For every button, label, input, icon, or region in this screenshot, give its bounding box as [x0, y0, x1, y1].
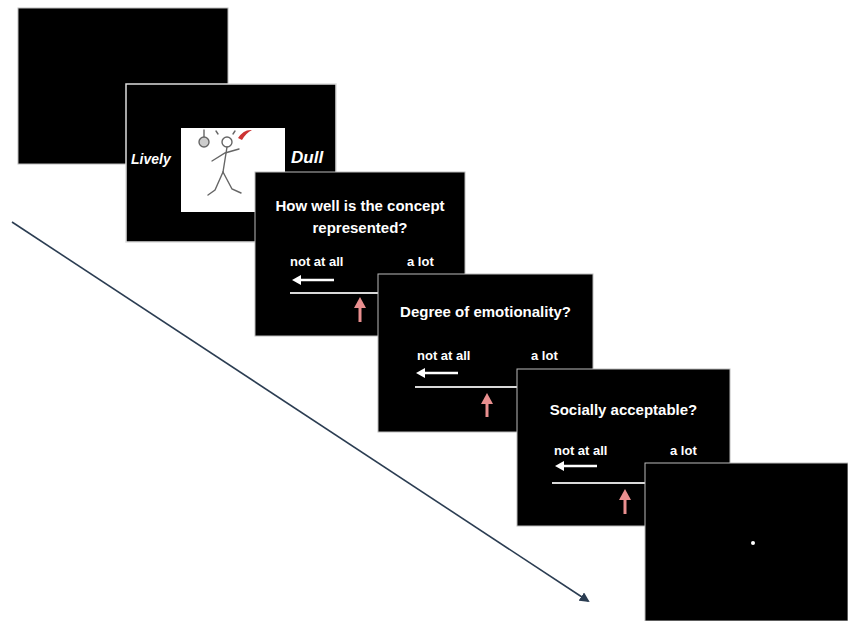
scale-end-label: a lot: [407, 254, 434, 270]
scale-end-label: a lot: [670, 443, 697, 459]
scale-direction-head: [416, 368, 425, 378]
scale-direction-arrow: [562, 465, 597, 468]
rating-cursor-head: [619, 489, 631, 500]
scale-end-label: not at all: [554, 443, 607, 459]
rating-question: Degree of emotionality?: [383, 301, 588, 323]
fixation-dot: [751, 541, 755, 545]
stimulus-screen: Lively Dull: [126, 84, 336, 242]
rating-screen: Socially acceptable? not at all a lot: [517, 369, 730, 526]
scale-direction-arrow: [299, 279, 334, 282]
red-swoosh: [238, 130, 252, 140]
scale-direction-head: [555, 461, 564, 471]
rating-cursor-head: [354, 297, 366, 308]
rating-cursor: [486, 402, 489, 417]
rating-cursor: [359, 306, 362, 322]
rating-question: How well is the concept represented?: [260, 195, 460, 239]
concept-word: Dull: [291, 147, 323, 169]
fixation-screen: [645, 463, 848, 621]
scale-end-label: not at all: [417, 348, 470, 364]
concept-word: Lively: [131, 150, 171, 168]
scale-end-label: a lot: [531, 348, 558, 364]
scale-direction-head: [292, 275, 301, 285]
rating-question: Socially acceptable?: [522, 399, 725, 421]
stick-figure: [199, 130, 241, 195]
scale-direction-arrow: [423, 372, 458, 375]
rating-cursor: [624, 498, 627, 514]
rating-cursor-head: [481, 393, 493, 404]
scale-end-label: not at all: [290, 254, 343, 270]
